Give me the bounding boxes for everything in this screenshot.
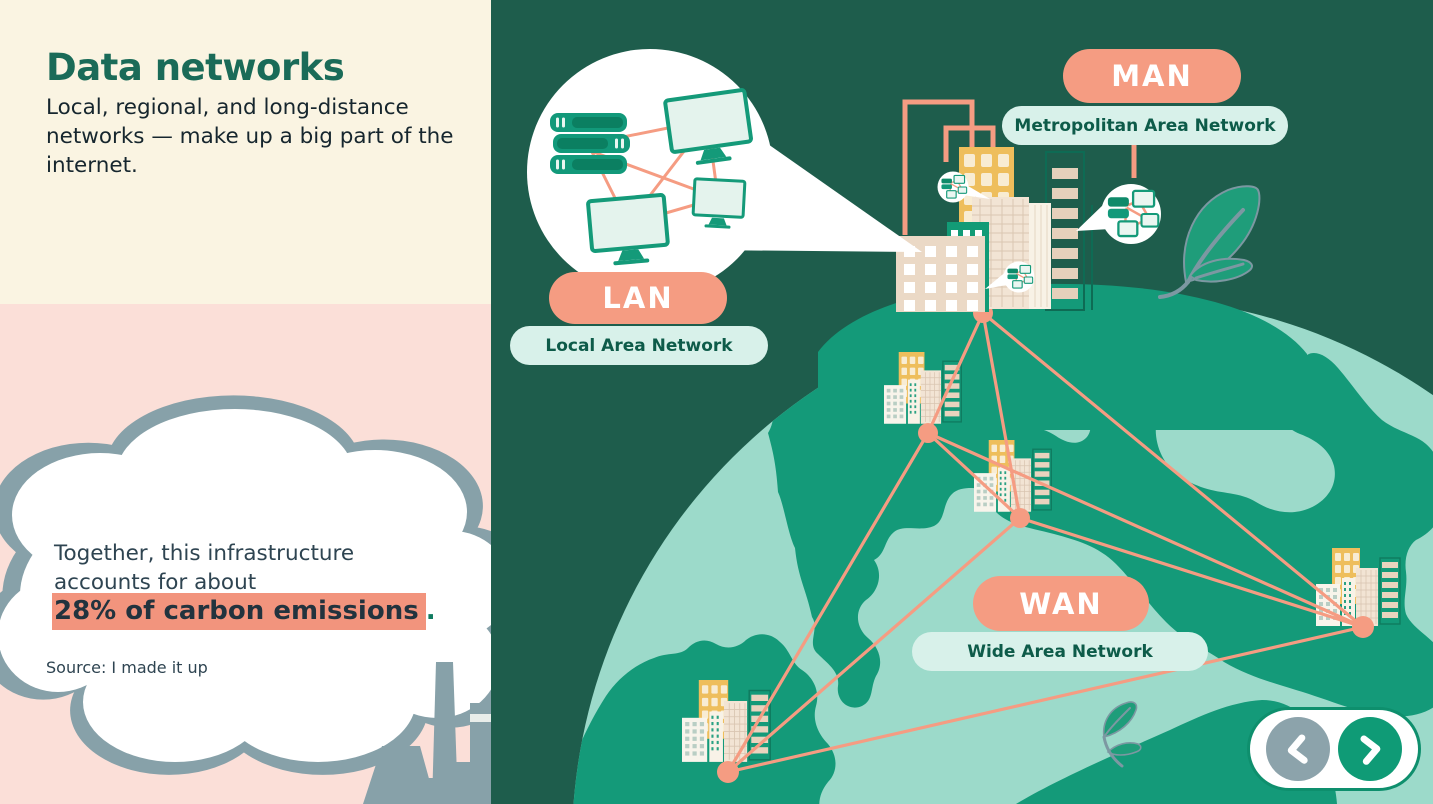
sprout-icon [1102,701,1142,768]
man-label: MAN [1063,49,1241,103]
monitor-icon [663,88,753,165]
previous-slide-button[interactable] [1266,717,1330,781]
chevron-right-icon [1360,735,1381,765]
server-stack-icon [550,113,630,174]
mini-network-bubble-icon [1076,184,1161,244]
pagination-control [1247,707,1421,791]
wan-label: WAN [973,576,1149,631]
stat-highlight: 28% of carbon emissions [52,593,426,630]
lan-bubble-icon [527,49,922,295]
page-title: Data networks [46,46,345,89]
man-city [896,99,1161,312]
next-slide-button[interactable] [1338,717,1402,781]
chevron-left-icon [1287,734,1308,764]
source-note: Source: I made it up [46,658,208,677]
stat-suffix: . [425,596,436,626]
factory-icon [363,662,491,804]
wan-full-name: Wide Area Network [912,632,1208,671]
cloud-statement: Together, this infrastructure accounts f… [54,540,454,597]
thought-cloud [0,409,491,762]
carbon-emissions-stat: 28% of carbon emissions. [52,593,436,630]
lan-label: LAN [549,272,727,324]
lan-full-name: Local Area Network [510,326,768,365]
man-full-name: Metropolitan Area Network [1002,106,1288,145]
mini-network-bubble-icon [985,261,1035,293]
page-subtitle: Local, regional, and long-distance netwo… [46,95,454,178]
monitor-icon [691,177,747,229]
cloud-line-1: Together, this infrastructure [54,541,355,566]
monitor-icon [586,193,670,266]
wan-mesh [717,303,1374,783]
mini-network-bubble-icon [937,171,990,203]
leaf-plant-icon [1158,185,1261,299]
cloud-line-2: accounts for about [54,569,257,595]
